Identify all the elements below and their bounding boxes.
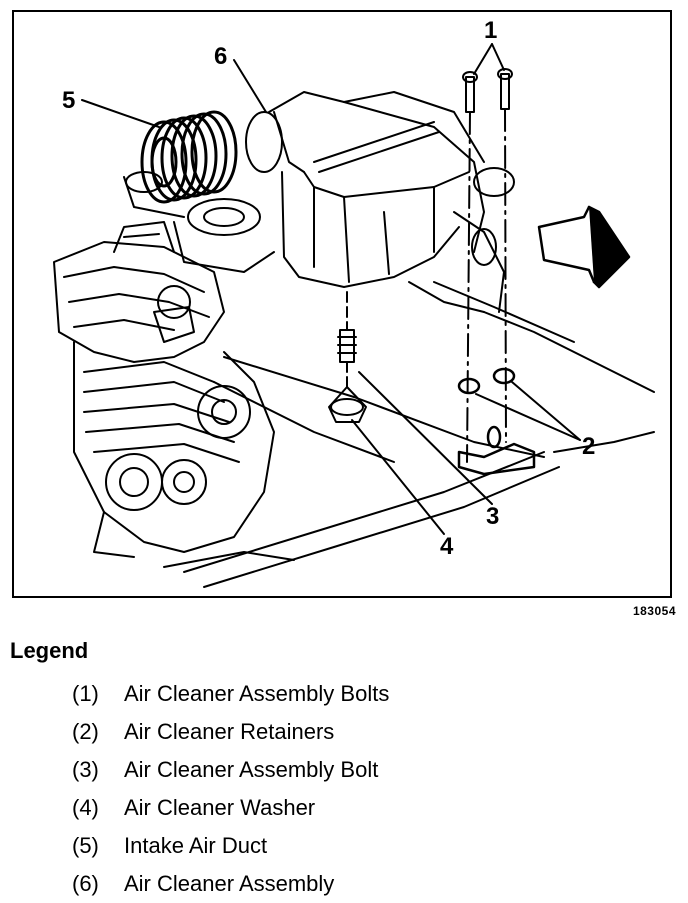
legend-item-number: (3) (72, 757, 99, 782)
throttle-body (123, 171, 275, 273)
legend-item-label: Air Cleaner Assembly Bolt (124, 757, 379, 782)
figure-number: 183054 (632, 604, 676, 618)
legend-item: (3) Air Cleaner Assembly Bolt (72, 751, 389, 789)
callout-4: 4 (440, 533, 454, 560)
legend-item-number: (6) (72, 871, 99, 896)
air-cleaner-assembly (245, 91, 515, 313)
legend-item-label: Intake Air Duct (124, 833, 268, 858)
legend-item-number: (2) (72, 719, 99, 744)
retainers (457, 367, 536, 476)
callout-5: 5 (62, 87, 75, 114)
engine-block (53, 221, 275, 558)
callout-3: 3 (486, 503, 499, 530)
legend-list: (1) Air Cleaner Assembly Bolts (2) Air C… (72, 675, 389, 903)
legend-item: (2) Air Cleaner Retainers (72, 713, 389, 751)
leader-lines (81, 43, 581, 535)
center-bolt-and-washer (328, 291, 367, 423)
legend-item: (1) Air Cleaner Assembly Bolts (72, 675, 389, 713)
assembly-bolts (462, 68, 513, 463)
intake-air-duct (140, 110, 238, 204)
legend-item-number: (5) (72, 833, 99, 858)
callout-1: 1 (484, 17, 497, 44)
legend-item: (6) Air Cleaner Assembly (72, 865, 389, 903)
callout-2: 2 (582, 433, 595, 460)
legend-item-number: (4) (72, 795, 99, 820)
legend-item-label: Air Cleaner Assembly (124, 871, 335, 896)
legend-item-label: Air Cleaner Retainers (124, 719, 335, 744)
direction-arrow (537, 205, 631, 289)
legend-item-number: (1) (72, 681, 99, 706)
callout-6: 6 (214, 43, 227, 70)
engine-diagram: 1 2 3 4 5 6 (53, 17, 655, 588)
legend-item: (5) Intake Air Duct (72, 827, 389, 865)
legend-item-label: Air Cleaner Washer (124, 795, 316, 820)
legend-title: Legend (10, 638, 89, 663)
diagram-frame: 1 2 3 4 5 6 (12, 10, 672, 598)
legend-item-label: Air Cleaner Assembly Bolts (124, 681, 390, 706)
legend-item: (4) Air Cleaner Washer (72, 789, 389, 827)
